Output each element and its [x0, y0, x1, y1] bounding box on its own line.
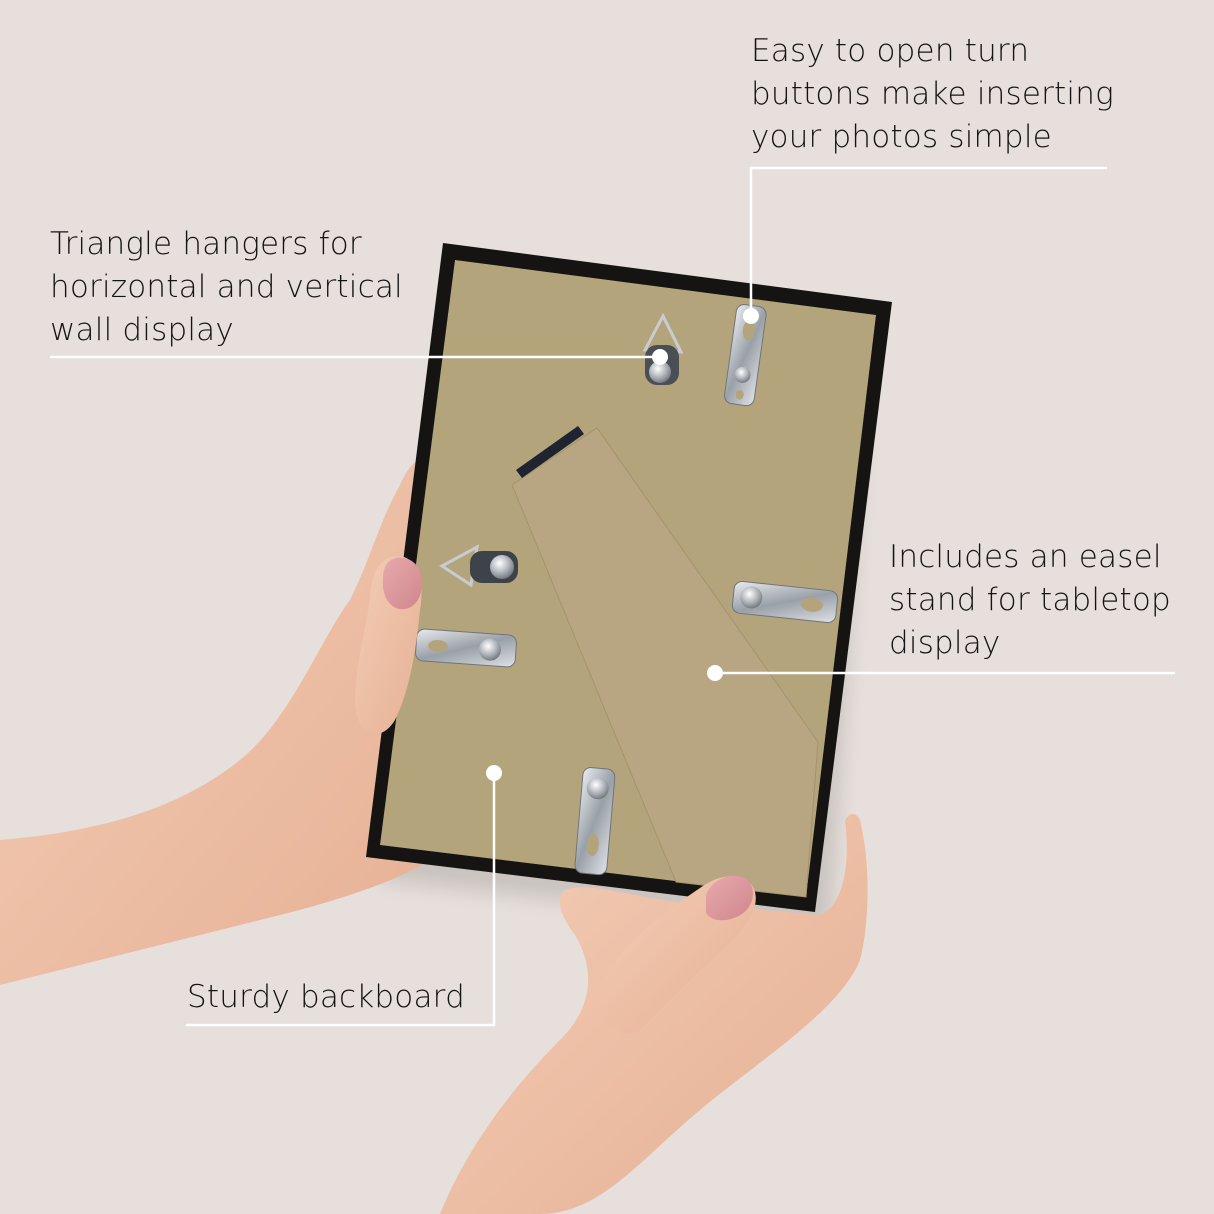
- connector-turn-buttons: [749, 166, 1107, 316]
- callout-line: display: [889, 625, 1001, 661]
- dot-triangle-hangers: [652, 349, 668, 365]
- callout-easel-stand: Includes an easel stand for tabletop dis…: [889, 536, 1171, 665]
- callout-line: your photos simple: [751, 119, 1052, 155]
- turn-button-bottom: [574, 767, 616, 876]
- easel-hinge: [516, 426, 584, 478]
- turn-button-left: [415, 628, 517, 668]
- callout-line: wall display: [50, 312, 234, 348]
- callout-lines: [50, 166, 1175, 1027]
- callout-line: horizontal and vertical: [50, 269, 403, 305]
- easel-stand: [511, 427, 819, 898]
- callout-line: Sturdy backboard: [187, 979, 465, 1015]
- left-hand: [0, 454, 440, 985]
- dot-turn-buttons: [743, 308, 759, 324]
- dot-backboard: [486, 765, 502, 781]
- picture-frame: [366, 243, 892, 912]
- callout-line: Includes an easel: [889, 539, 1162, 575]
- callout-line: Triangle hangers for: [50, 226, 362, 262]
- callout-line: Easy to open turn: [751, 33, 1030, 69]
- connector-backboard: [186, 773, 496, 1027]
- turn-button-top: [724, 304, 767, 407]
- callout-line: stand for tabletop: [889, 582, 1171, 618]
- callout-turn-buttons: Easy to open turn buttons make inserting…: [751, 30, 1114, 159]
- callout-line: buttons make inserting: [751, 76, 1114, 112]
- triangle-hanger-left: [439, 544, 518, 588]
- left-thumb: [355, 555, 422, 734]
- callout-backboard: Sturdy backboard: [187, 976, 465, 1019]
- callout-dots: [486, 308, 759, 781]
- right-thumbnail: [706, 875, 753, 921]
- callout-triangle-hangers: Triangle hangers for horizontal and vert…: [50, 223, 403, 352]
- left-thumbnail: [382, 557, 422, 610]
- dot-easel-stand: [707, 665, 723, 681]
- right-thumb: [598, 875, 756, 1034]
- turn-button-right: [731, 580, 839, 624]
